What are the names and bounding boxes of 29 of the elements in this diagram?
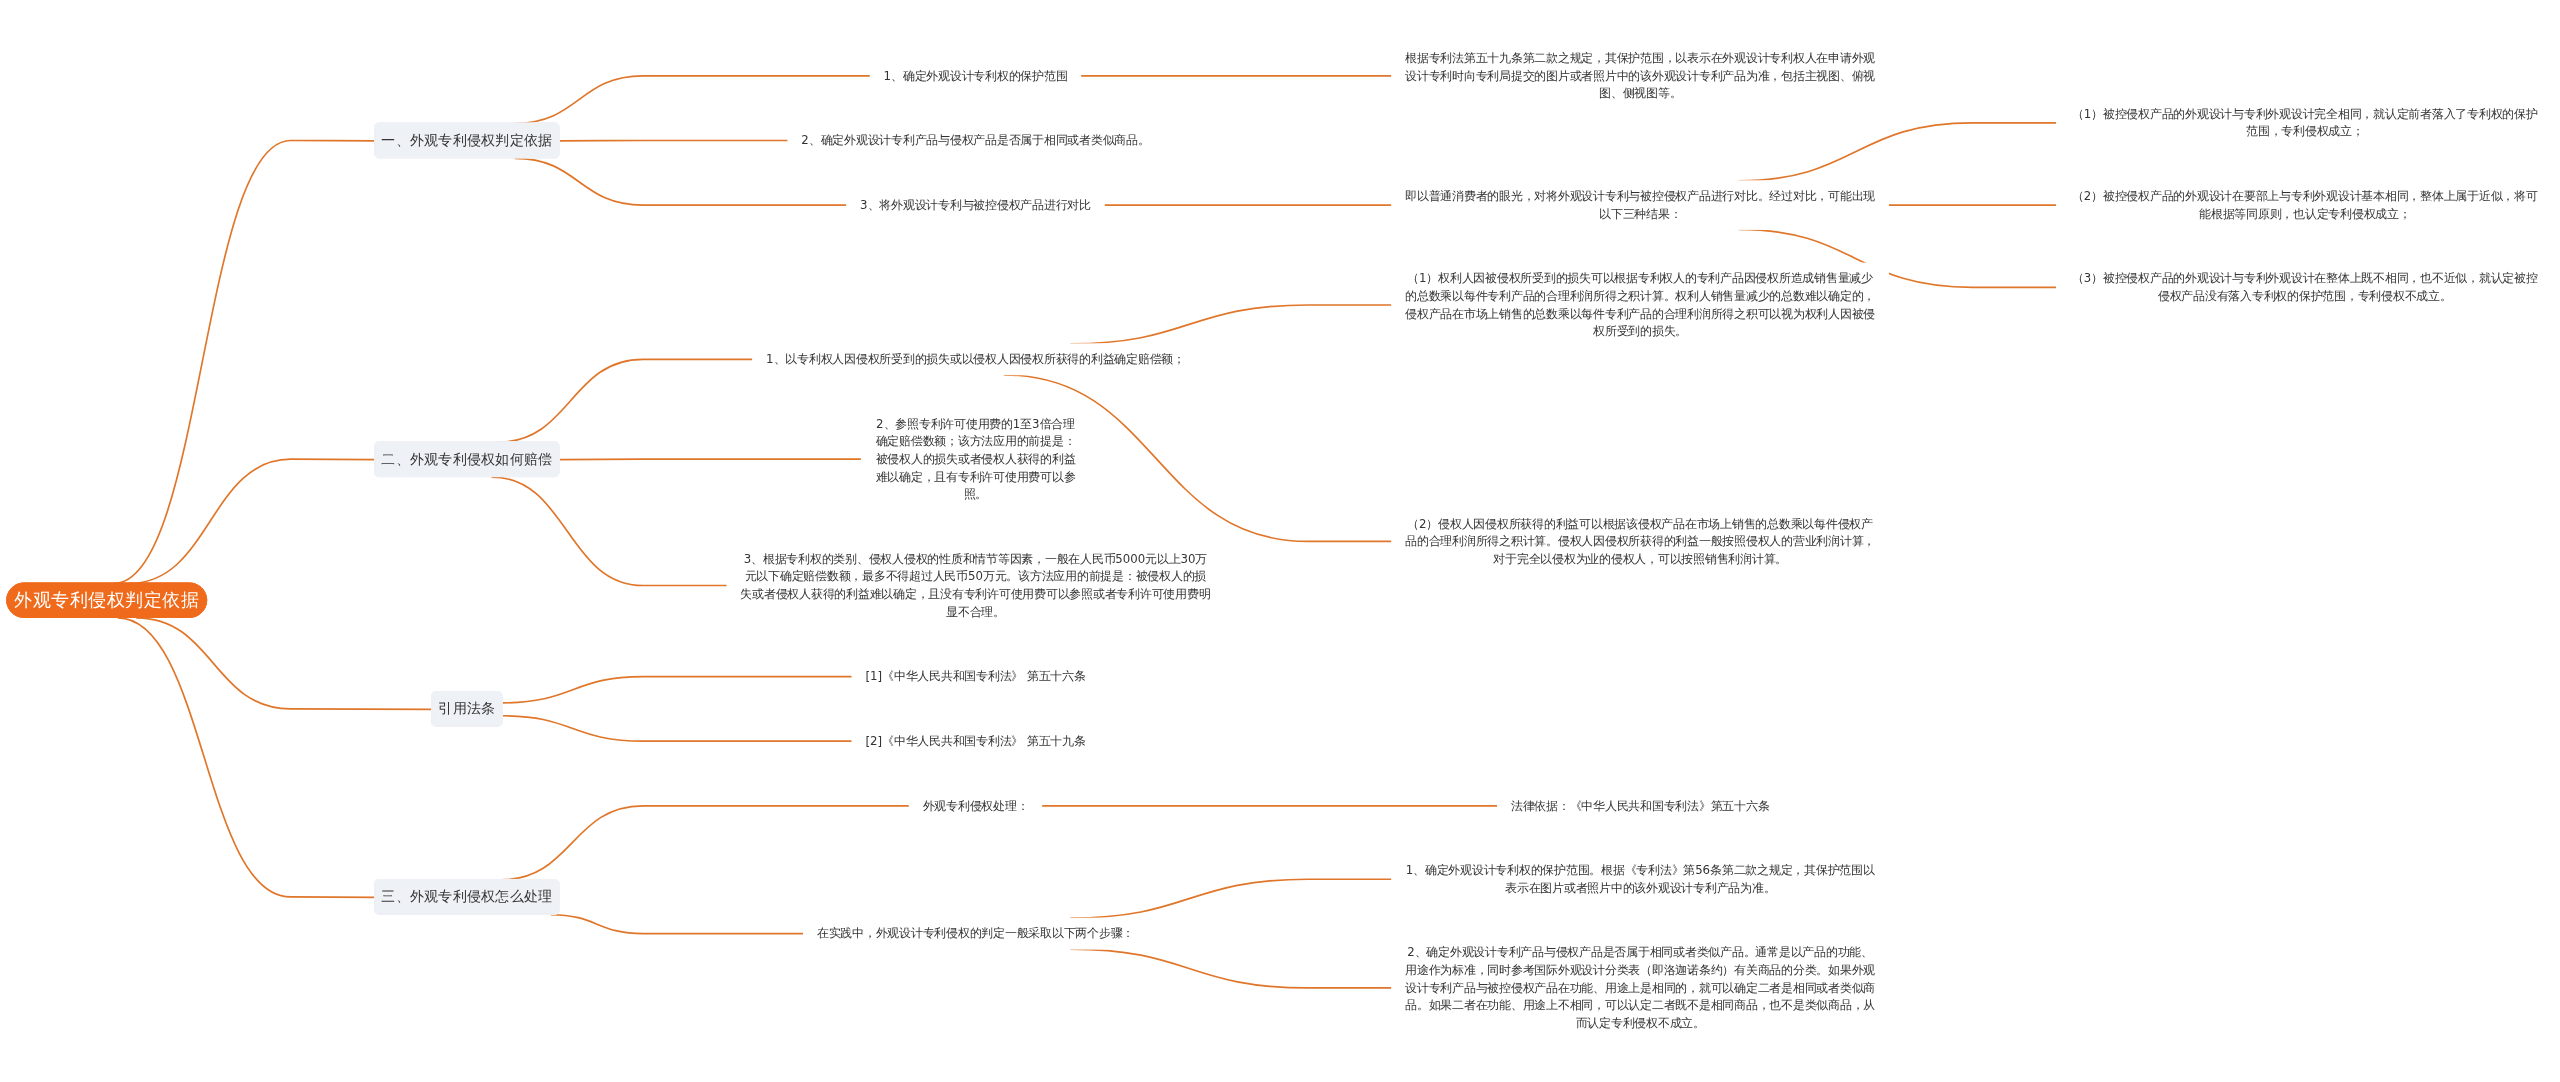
node-text: （2）被控侵权产品的外观设计在要部上与专利外观设计基本相同，整体上属于近似，将可能根据等同原则，也认定专利侵权成立；	[2071, 189, 2538, 221]
node-text: 3、根据专利权的类别、侵权人侵权的性质和情节等因素，一般在人民币5000元以上30万元以下确定赔偿数额，最多不得超过人民币50万元。该方法应用的前提是：被侵权人的损失或者侵权人获得的利益难以确定，且没有专利许可使用费可以参照或者专利许可使用费明显不合理。	[740, 552, 1211, 619]
connector	[501, 676, 853, 704]
connector	[501, 715, 853, 743]
connector	[490, 476, 728, 587]
node-text: （1）被控侵权产品的外观设计与专利外观设计完全相同，就认定前者落入了专利权的保护范围，专利侵权成立；	[2071, 107, 2538, 139]
node-text: 2、确定外观设计专利产品与侵权产品是否属于相同或者类似商品。	[801, 133, 1150, 148]
node-text: （3）被控侵权产品的外观设计与专利外观设计在整体上既不相同，也不近似，就认定被控侵权产品没有落入专利权的保护范围，专利侵权不成立。	[2071, 271, 2538, 303]
node-text: 1、以专利权人因侵权所受到的损失或以侵权人因侵权所获得的利益确定赔偿额；	[766, 352, 1185, 366]
connector	[1079, 75, 1393, 77]
connector	[558, 139, 789, 143]
connector	[558, 458, 863, 461]
node-text: 1、确定外观设计专利权的保护范围。根据《专利法》第56条第二款之规定，其保护范围以表示在图片或者照片中的该外观设计专利产品为准。	[1405, 863, 1875, 895]
node-text: 1、确定外观设计专利权的保护范围	[883, 69, 1068, 83]
node-text: 3、将外观设计专利与被控侵权产品进行对比	[860, 198, 1091, 212]
connector	[1040, 805, 1499, 807]
node-text: 2、确定外观设计专利产品与侵权产品是否属于相同或者类似产品。通常是以产品的功能、用途作为标准，同时参考国际外观设计分类表（即洛迦诺条约）有关商品的分类。如果外观设计专利产品与被控侵权产品在功能、用途上是相同的，就可以确定二者是相同或者类似商品。如果二者在功能、用途上不相同，可以认定二者既不是相同商品，也不是类似商品，从而认定专利侵权不成立。	[1405, 945, 1876, 1030]
connector	[550, 914, 805, 935]
node-text: 外观专利侵权处理：	[922, 798, 1029, 813]
node-text: 即以普通消费者的眼光，对将外观设计专利与被控侵权产品进行对比。经过对比，可能出现以下三种结果：	[1405, 189, 1876, 221]
node-text: 根据专利法第五十九条第二款之规定，其保护范围，以表示在外观设计专利权人在申请外观设计专利时向专利局提交的图片或者照片中的该外观设计专利产品为准，包括主视图、俯视图、侧视图等。	[1405, 51, 1876, 101]
node-text: （1）权利人因被侵权所受到的损失可以根据专利权人的专利产品因侵权所造成销售量减少的总数乘以每件专利产品的合理利润所得之积计算。权利人销售量减少的总数难以确定的，侵权产品在市场上销售的总数乘以每件专利产品的合理利润所得之积可以视为权利人因被侵权所受到的损失。	[1405, 271, 1876, 338]
node-text: [1]《中华人民共和国专利法》 第五十六条	[865, 669, 1086, 684]
node-text: [2]《中华人民共和国专利法》 第五十九条	[865, 734, 1086, 748]
connector	[1103, 204, 1393, 207]
node-text: 2、参照专利许可使用费的1至3倍合理确定赔偿数额；该方法应用的前提是：被侵权人的损失或者侵权人获得的利益难以确定，且有专利许可使用费可以参照。	[875, 417, 1076, 502]
node-text: 法律依据：《中华人民共和国专利法》第五十六条	[1510, 798, 1770, 813]
connector	[1887, 204, 2058, 207]
node-text: （2）侵权人因侵权所获得的利益可以根据该侵权产品在市场上销售的总数乘以每件侵权产品的合理利润所得之积计算。侵权人因侵权所获得的利益一般按照侵权人的营业利润计算，对于完全以侵权为业的侵权人，可以按照销售利润计算。	[1405, 516, 1876, 566]
